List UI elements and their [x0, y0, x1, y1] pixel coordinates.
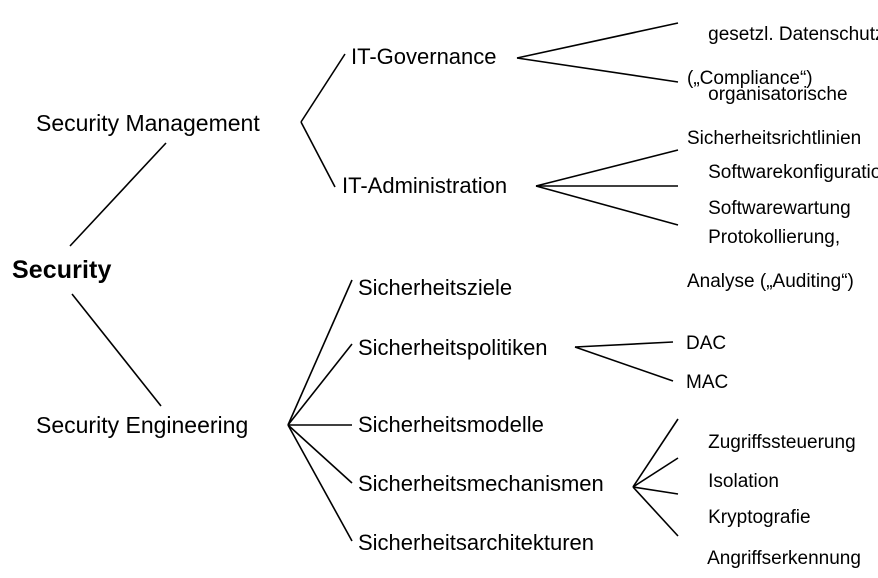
- edge-mechanismen-to-angriffserkennung: [632, 486, 679, 537]
- edge-management-to-administration: [300, 121, 336, 188]
- edge-governance-to-richtlinien: [516, 57, 679, 83]
- edge-management-to-governance: [300, 53, 346, 123]
- node-it-administration: IT-Administration: [342, 173, 508, 198]
- node-dac: DAC: [686, 333, 727, 354]
- node-isolation-line1: Isolation: [708, 471, 779, 493]
- edge-governance-to-datenschutz: [516, 22, 679, 59]
- node-softwarekonfiguration: Softwarekonfiguration: [687, 140, 878, 206]
- node-angriffserkennung-line1: Angriffserkennung: [707, 548, 861, 570]
- node-softwarekonfiguration-line1: Softwarekonfiguration: [708, 162, 878, 184]
- node-sicherheitsziele: Sicherheitsziele: [358, 275, 513, 300]
- edge-mechanismen-to-kryptografie: [632, 486, 679, 495]
- node-gesetzl-datenschutz: gesetzl. Datenschutz („Compliance“): [687, 2, 878, 134]
- edge-engineering-to-mechanismen: [287, 424, 353, 484]
- node-organisatorische-line2: Sicherheitsrichtlinien: [687, 128, 862, 150]
- node-protokollierung-line1: Protokollierung,: [708, 227, 841, 249]
- node-kryptografie: Kryptografie: [687, 485, 811, 551]
- edge-administration-to-protokollierung: [535, 185, 679, 226]
- edge-mechanismen-to-zugriffssteuerung: [632, 418, 679, 488]
- node-organisatorische-sicherheitsrichtlinien: organisatorische Sicherheitsrichtlinien: [687, 62, 861, 194]
- node-organisatorische-line1: organisatorische: [708, 84, 848, 106]
- node-gesetzl-datenschutz-line2: („Compliance“): [687, 68, 813, 90]
- node-security-engineering: Security Engineering: [36, 412, 249, 438]
- edge-engineering-to-politiken: [287, 343, 353, 426]
- node-sicherheitsmodelle: Sicherheitsmodelle: [358, 412, 544, 437]
- edge-engineering-to-architekturen: [287, 424, 353, 542]
- node-zugriffssteuerung-line1: Zugriffssteuerung: [708, 432, 856, 454]
- node-sicherheitsmechanismen: Sicherheitsmechanismen: [358, 471, 604, 496]
- node-angriffserkennung: Angriffserkennung (Intrusion Detection): [687, 526, 861, 578]
- node-security-root: Security: [12, 256, 112, 284]
- edge-administration-to-konfiguration: [535, 149, 679, 187]
- edge-root-to-security-management: [69, 142, 167, 247]
- node-sicherheitsarchitekturen: Sicherheitsarchitekturen: [358, 530, 595, 555]
- node-it-governance: IT-Governance: [351, 44, 497, 69]
- edge-root-to-security-engineering: [71, 293, 162, 407]
- node-protokollierung-line2: Analyse („Auditing“): [687, 271, 854, 293]
- node-softwarewartung-line1: Softwarewartung: [708, 198, 851, 220]
- node-mac: MAC: [686, 372, 729, 393]
- node-protokollierung-analyse: Protokollierung, Analyse („Auditing“): [687, 205, 854, 337]
- edge-politiken-to-dac: [574, 341, 674, 348]
- node-kryptografie-line1: Kryptografie: [708, 507, 811, 529]
- edge-engineering-to-ziele: [287, 279, 353, 426]
- edge-politiken-to-mac: [574, 346, 674, 382]
- edge-mechanismen-to-isolation: [632, 457, 679, 488]
- node-softwarewartung: Softwarewartung: [687, 176, 851, 242]
- node-sicherheitspolitiken: Sicherheitspolitiken: [358, 335, 548, 360]
- node-zugriffssteuerung: Zugriffssteuerung: [687, 410, 856, 476]
- node-security-management: Security Management: [36, 110, 260, 136]
- node-gesetzl-datenschutz-line1: gesetzl. Datenschutz: [708, 24, 878, 46]
- node-isolation: Isolation: [687, 449, 779, 515]
